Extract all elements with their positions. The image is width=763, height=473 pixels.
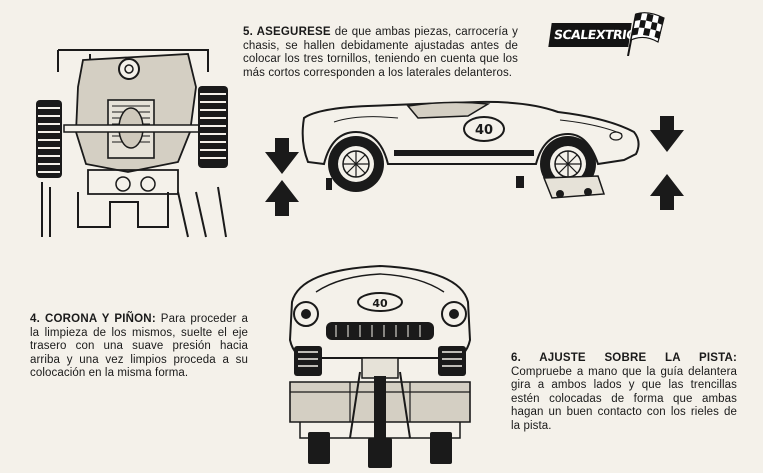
step-5-paragraph: 5. ASEGURESE de que ambas piezas, carroc… bbox=[243, 26, 518, 80]
step-6-heading: 6. AJUSTE SOBRE LA PISTA: bbox=[511, 352, 737, 364]
checkered-flag-icon bbox=[627, 12, 665, 56]
rear-axle bbox=[63, 124, 205, 133]
step-6-paragraph: 6. AJUSTE SOBRE LA PISTA: Compruebe a ma… bbox=[511, 352, 737, 433]
grille bbox=[326, 322, 434, 340]
step-4-heading: 4. CORONA Y PIÑON: bbox=[30, 313, 156, 325]
front-guide bbox=[349, 357, 411, 439]
front-race-number: 40 bbox=[372, 297, 388, 310]
step-6-text: Compruebe a mano que la guía delantera g… bbox=[511, 365, 737, 432]
chassis-axle-illustration bbox=[36, 49, 228, 238]
step-4-text: Para proceder a la limpieza de los mismo… bbox=[30, 313, 249, 379]
arrow-down-icon bbox=[650, 116, 684, 152]
right-wheel bbox=[198, 86, 228, 168]
rear-wheel bbox=[328, 136, 384, 192]
scalextric-logo: SCALEXTRIC bbox=[548, 12, 668, 58]
race-number: 40 bbox=[475, 123, 493, 138]
arrow-up-icon bbox=[265, 180, 299, 216]
car-side-view-illustration: 40 bbox=[301, 100, 640, 199]
step-5-heading: 5. ASEGURESE bbox=[243, 26, 331, 38]
race-number-roundel bbox=[463, 116, 505, 142]
step-4-paragraph: 4. CORONA Y PIÑON: Para proceder a la li… bbox=[30, 313, 248, 381]
pivot-hole bbox=[118, 58, 140, 80]
car-front-view-on-track-illustration: 40 bbox=[288, 264, 472, 468]
arrow-up-icon bbox=[650, 174, 684, 210]
left-wheel bbox=[36, 100, 62, 178]
arrow-down-icon bbox=[265, 138, 299, 174]
step-5-text: de que ambas piezas, carrocería y chasis… bbox=[243, 26, 518, 79]
